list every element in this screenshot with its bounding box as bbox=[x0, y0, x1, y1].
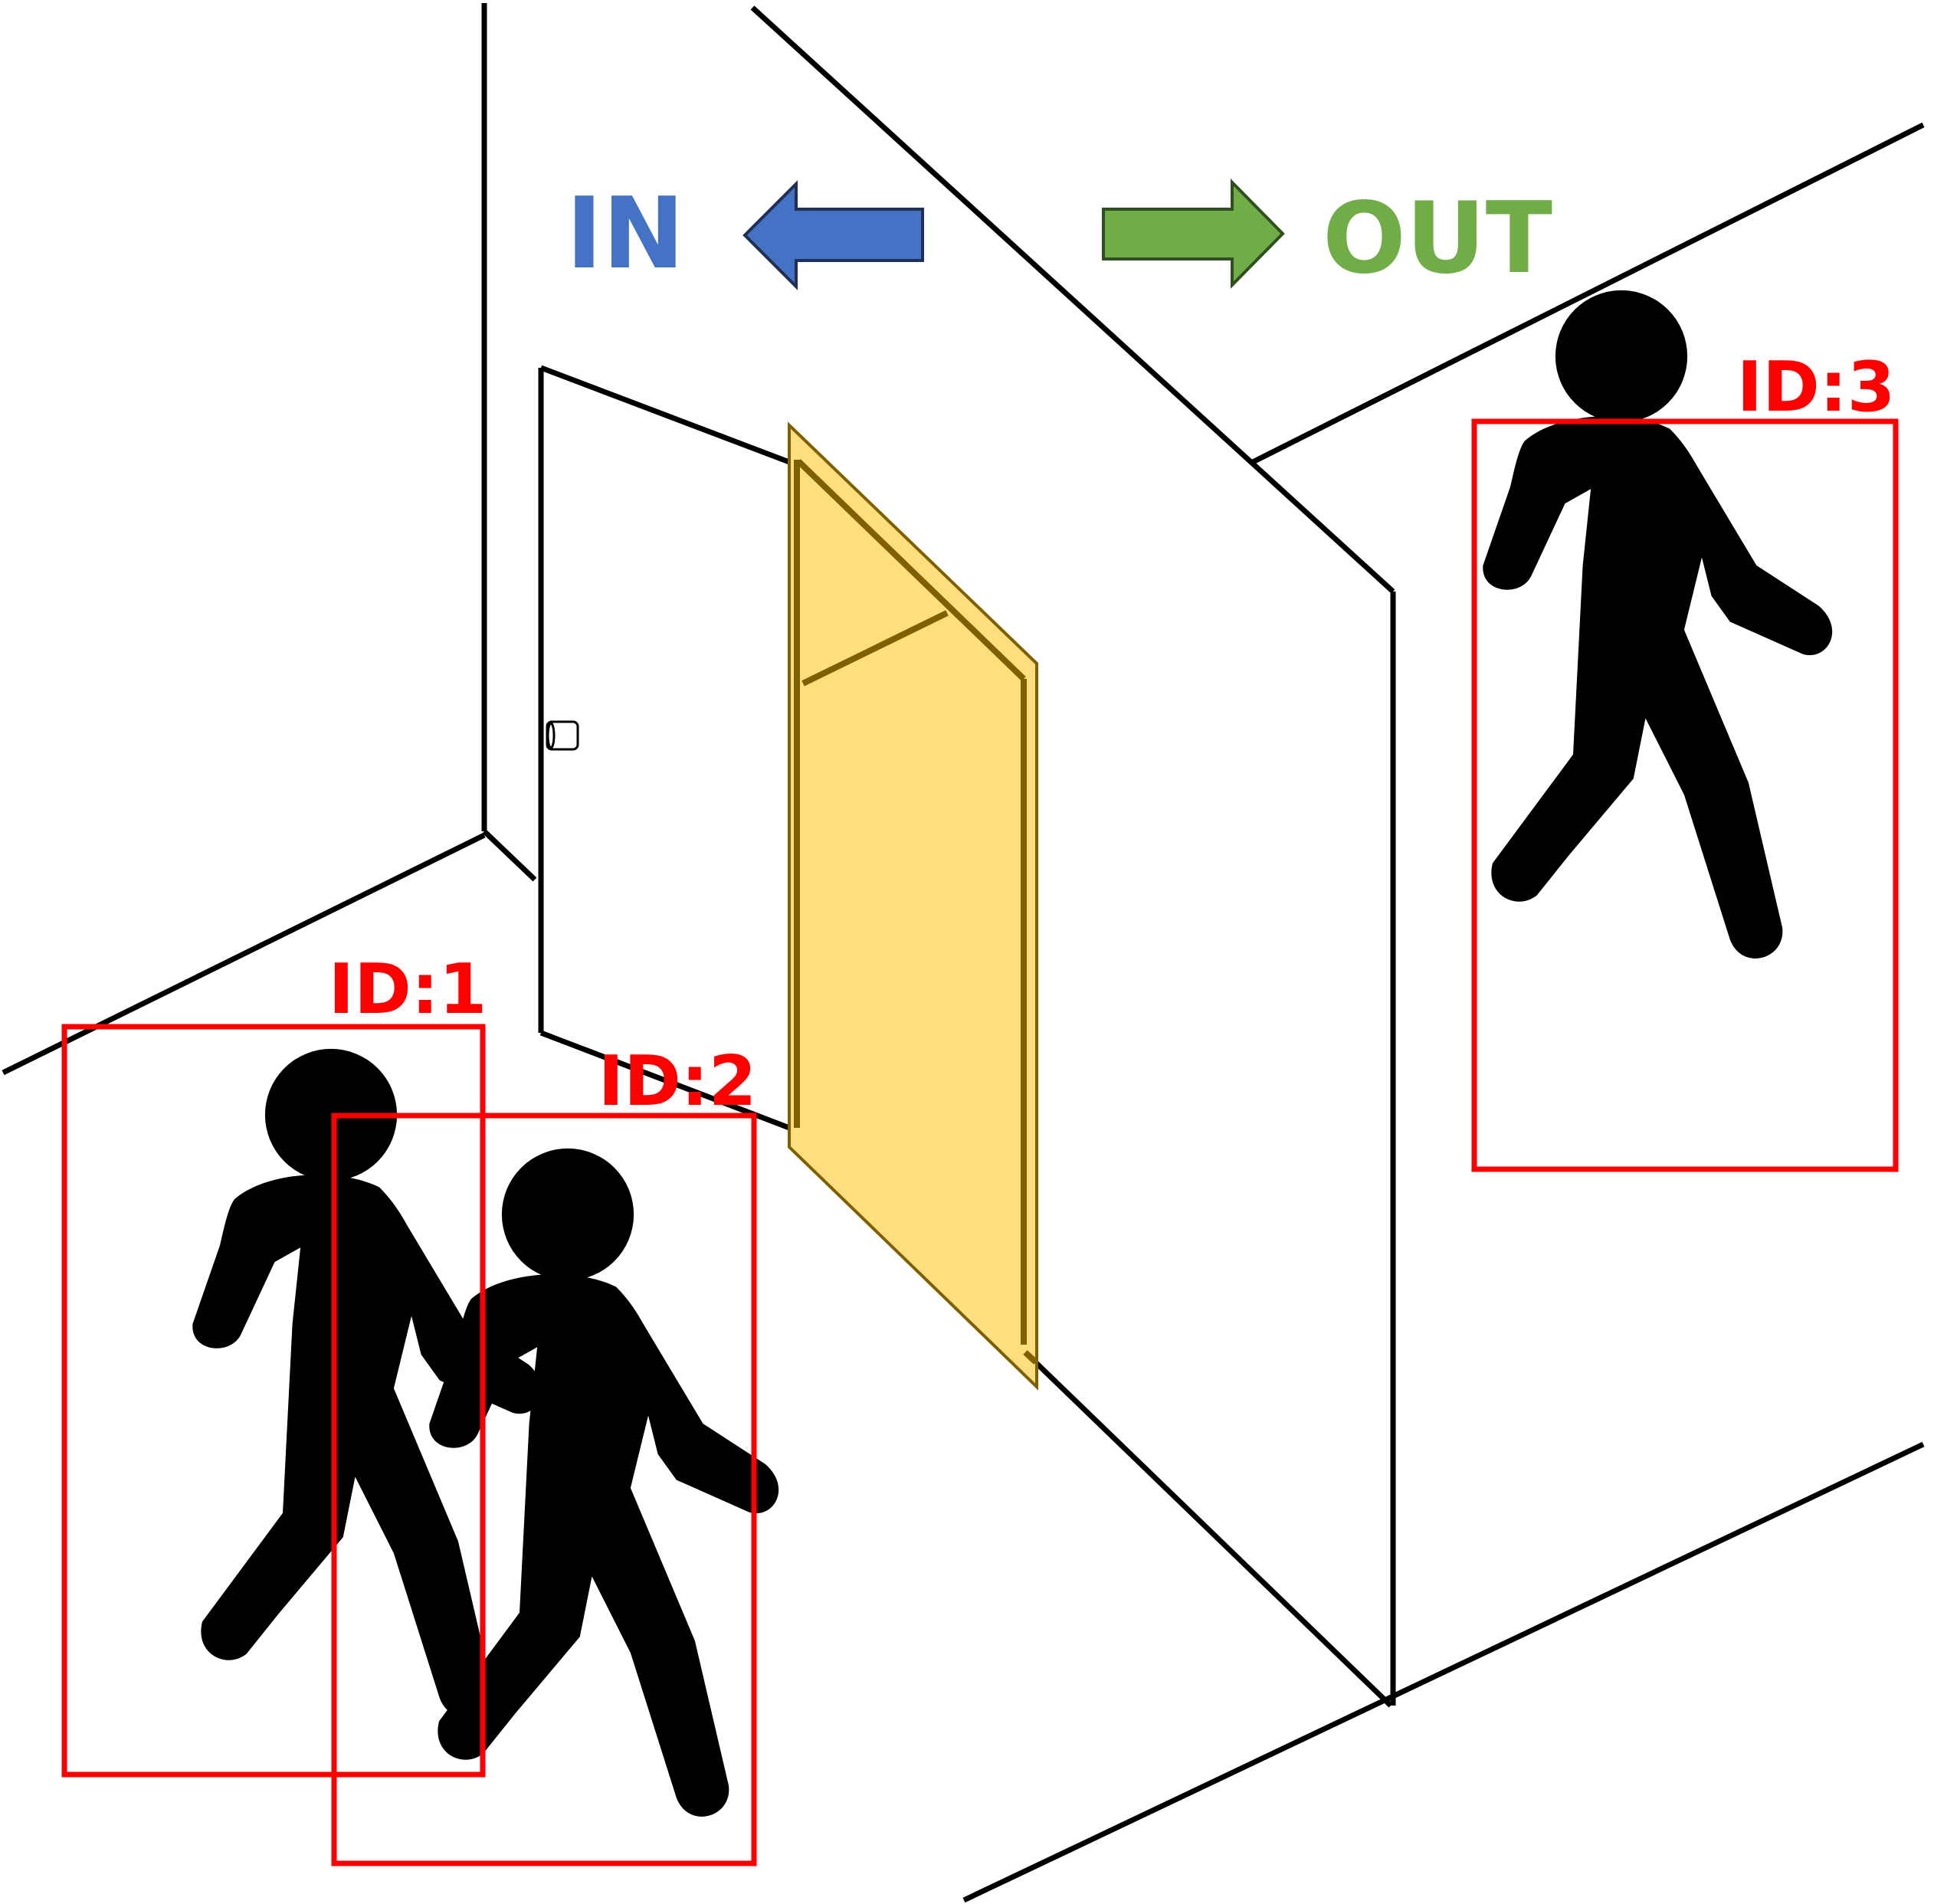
door-panel-trim bbox=[794, 459, 1038, 1365]
id-label-3: ID:3 bbox=[1737, 347, 1896, 428]
detection-box-3 bbox=[1471, 418, 1899, 1172]
ceiling-diagonal bbox=[750, 5, 1395, 594]
door-knob-icon bbox=[546, 720, 579, 751]
floor-line-right bbox=[962, 1441, 1925, 1903]
corridor-lines bbox=[2, 3, 1925, 1903]
floor-line-left bbox=[2, 832, 486, 1076]
door-frame bbox=[538, 365, 791, 1131]
id-label-1: ID:1 bbox=[329, 949, 487, 1030]
detection-boxes bbox=[61, 418, 1899, 1866]
open-door-panel bbox=[788, 421, 1038, 1391]
id-label-2: ID:2 bbox=[598, 1041, 757, 1122]
detection-box-2 bbox=[331, 1113, 757, 1866]
out-label: OUT bbox=[1323, 182, 1552, 296]
detection-labels: ID:1 ID:2 ID:3 bbox=[329, 347, 1896, 1122]
door-panel-fill bbox=[788, 421, 1038, 1391]
in-label: IN bbox=[566, 177, 685, 291]
out-arrow-icon bbox=[1102, 179, 1285, 289]
floor-diagonal bbox=[1023, 1350, 1393, 1708]
detection-box-1 bbox=[61, 1024, 486, 1778]
ceiling-line-right bbox=[1251, 122, 1925, 465]
in-arrow-icon bbox=[742, 180, 924, 290]
wall-corner-left bbox=[482, 829, 537, 882]
